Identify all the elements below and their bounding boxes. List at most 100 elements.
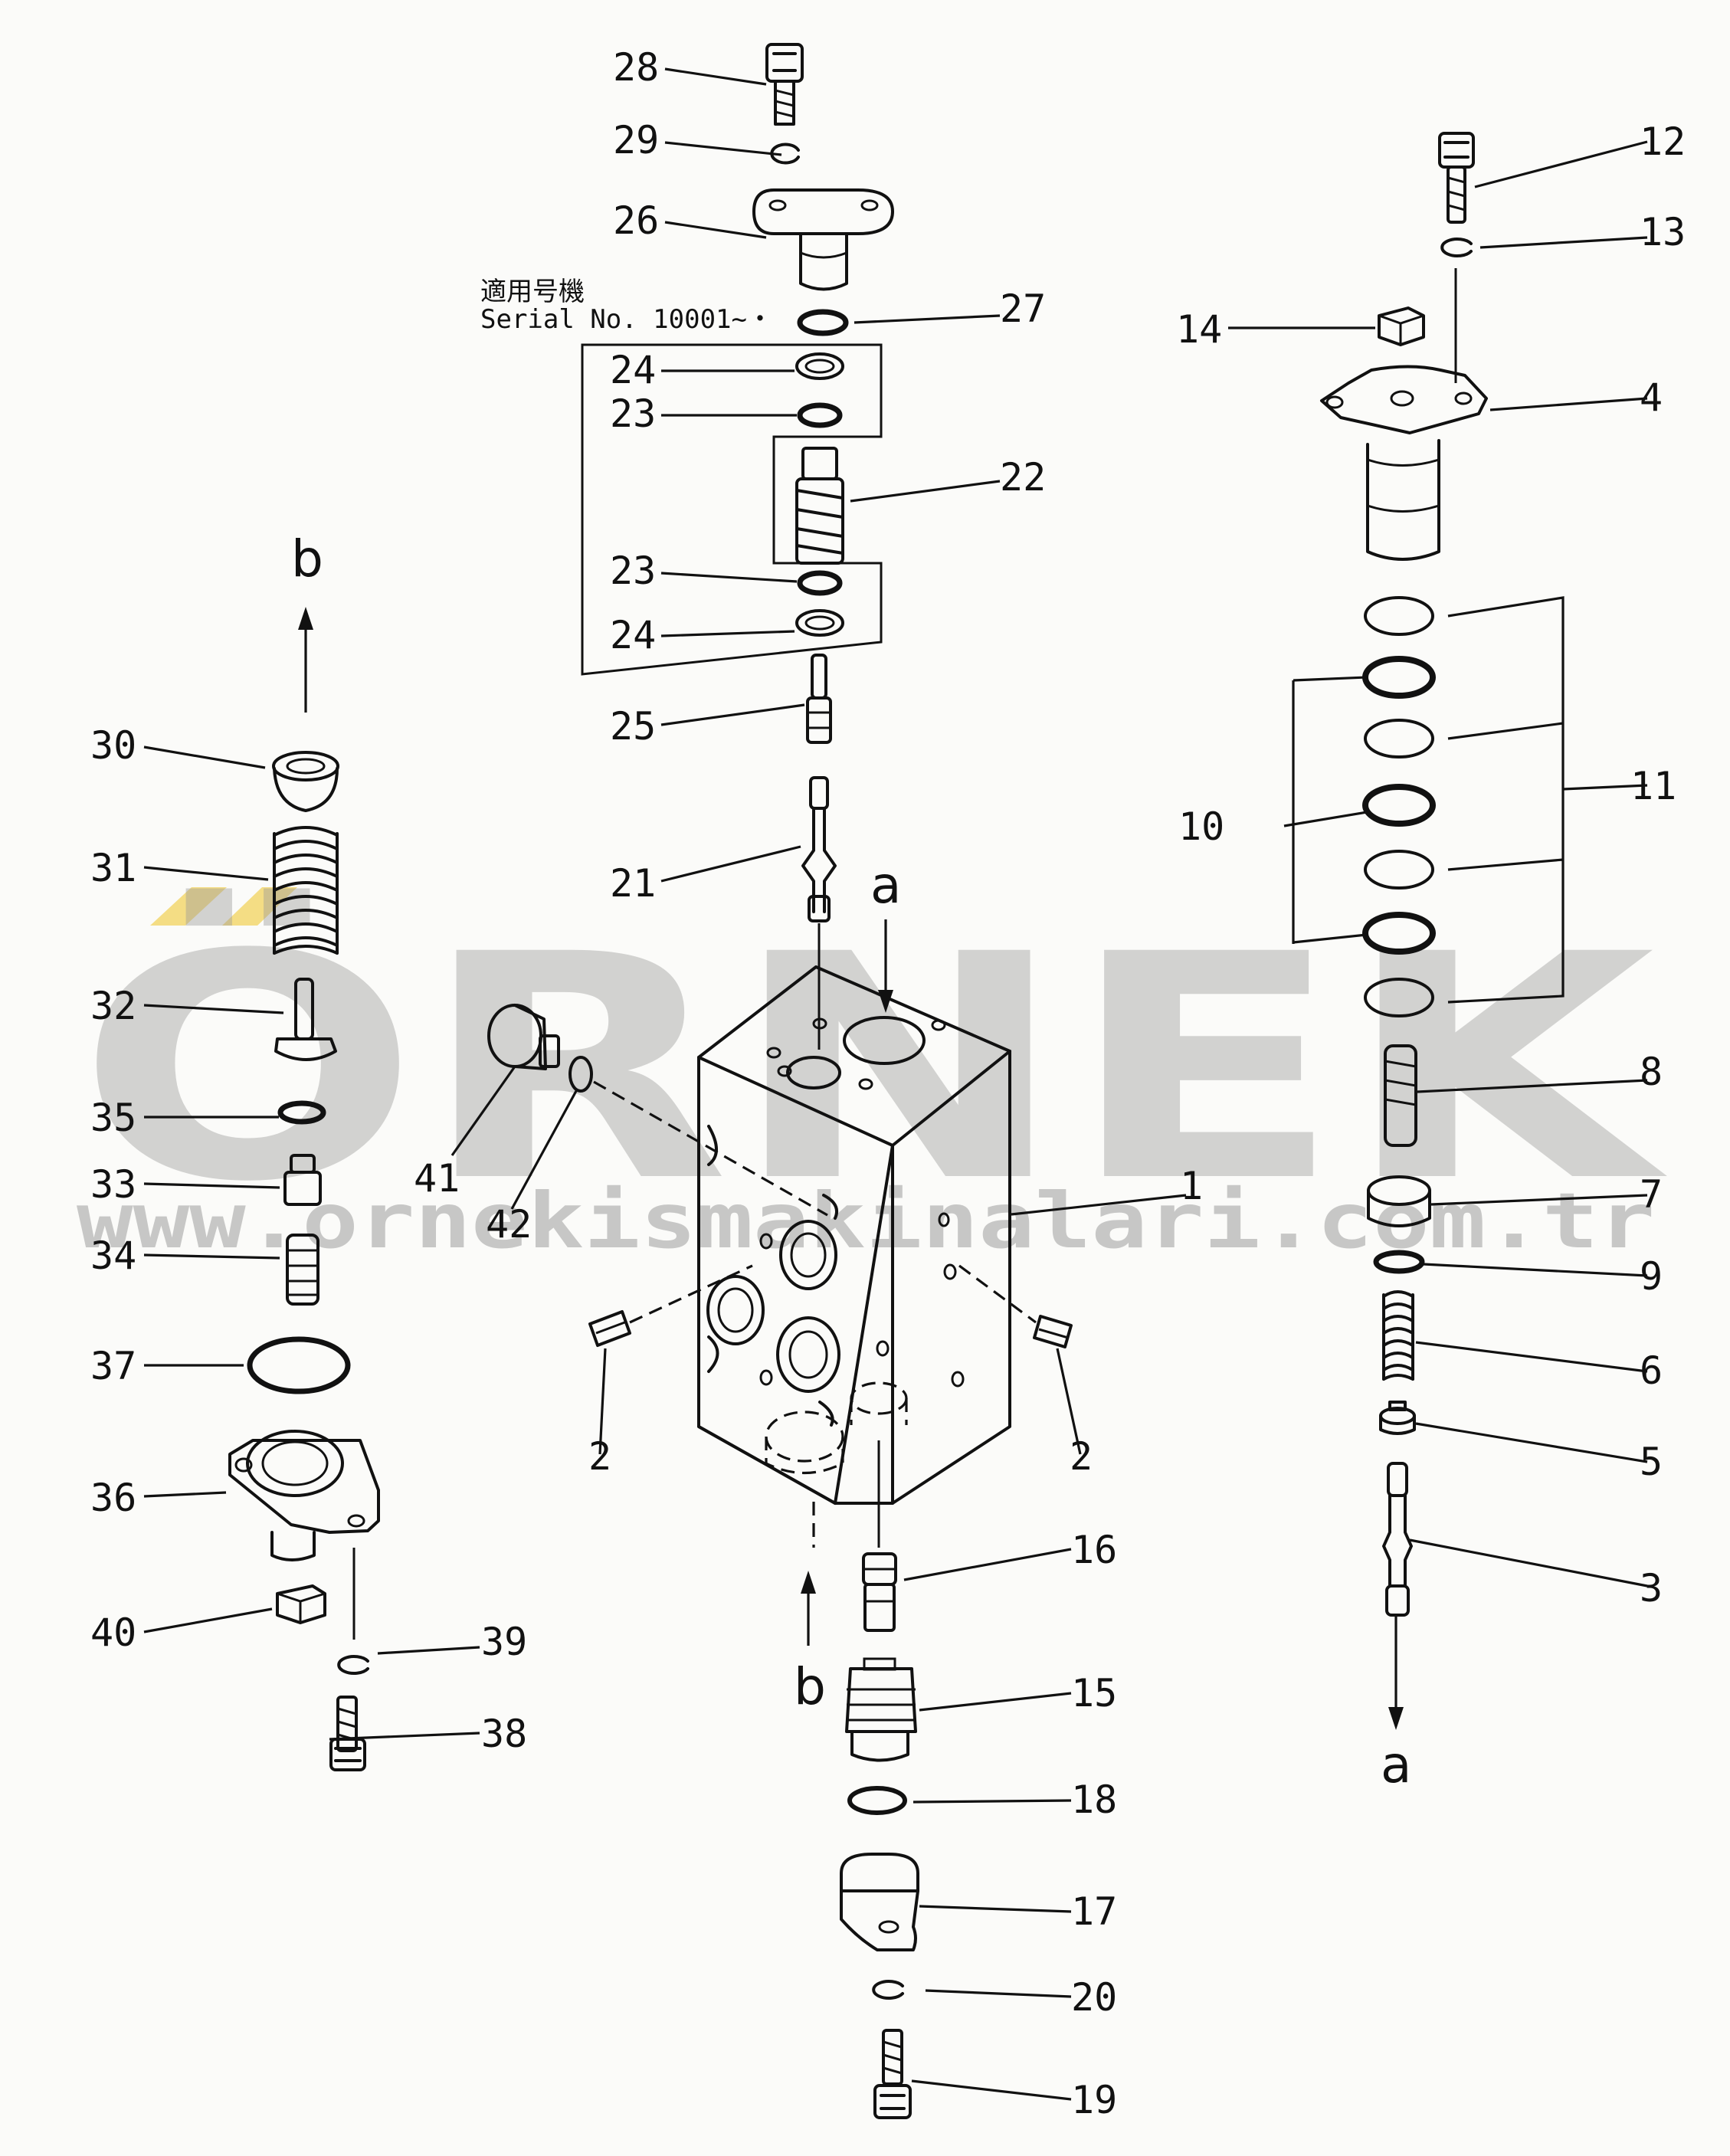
callout-1: 1	[1180, 1164, 1203, 1208]
callout-33: 33	[90, 1162, 136, 1207]
callout-28: 28	[613, 45, 659, 90]
callout-35: 35	[90, 1096, 136, 1140]
part-28-bolt	[765, 43, 804, 126]
part-37-o-ring	[247, 1336, 351, 1394]
serial-note-japanese: 適用号機	[480, 277, 585, 307]
part-5-seat	[1379, 1401, 1416, 1435]
part-20-lock-washer	[872, 1980, 904, 2000]
part-21-rod	[801, 776, 837, 922]
callout-24a: 24	[610, 348, 656, 392]
callout-10: 10	[1178, 804, 1224, 849]
part-24-backup-ring-top	[795, 352, 844, 380]
part-42-o-ring	[568, 1056, 593, 1093]
part-24-backup-ring-bottom	[795, 609, 844, 637]
callout-2a: 2	[588, 1434, 611, 1479]
callout-27: 27	[1000, 287, 1046, 331]
part-14-nut	[1378, 306, 1425, 346]
callout-23a: 23	[610, 392, 656, 436]
part-36-cover	[228, 1430, 380, 1561]
arrow-b-top-head	[298, 607, 313, 630]
axis-line-plug-right	[958, 1264, 1037, 1324]
part-11-backup-ring-2	[1364, 719, 1434, 759]
axis-line-plug-41	[593, 1080, 828, 1217]
part-2-plug-left	[588, 1310, 631, 1347]
part-11-backup-ring-1	[1364, 596, 1434, 636]
callout-7: 7	[1640, 1172, 1663, 1217]
callout-20: 20	[1071, 1975, 1117, 2020]
part-25-pin	[806, 654, 832, 744]
callout-32: 32	[90, 984, 136, 1028]
callout-40: 40	[90, 1610, 136, 1655]
part-16-piston	[862, 1552, 897, 1632]
part-39-lock-washer	[337, 1655, 369, 1675]
arrow-a-bottom-head	[1388, 1707, 1404, 1730]
part-10-o-ring-1	[1362, 656, 1436, 699]
watermark: ÖRNEK www.ornekismakinalari.com.tr	[77, 885, 1670, 1266]
callout-3: 3	[1640, 1566, 1663, 1610]
part-23-o-ring-bottom	[797, 570, 843, 596]
watermark-brand: ÖRNEK	[77, 885, 1670, 1250]
part-19-bolt	[873, 2029, 912, 2119]
part-32-poppet	[274, 978, 337, 1061]
serial-note-number: Serial No. 10001~・	[480, 304, 773, 335]
callout-19: 19	[1071, 2078, 1117, 2122]
callout-6: 6	[1640, 1348, 1663, 1393]
part-35-o-ring	[277, 1100, 326, 1125]
callout-42: 42	[486, 1202, 532, 1247]
callout-41: 41	[414, 1156, 460, 1201]
callout-11: 11	[1630, 764, 1676, 808]
part-13-lock-washer	[1440, 238, 1473, 257]
part-17-cover	[840, 1853, 919, 1951]
callout-15: 15	[1071, 1671, 1117, 1715]
callout-16: 16	[1071, 1528, 1117, 1572]
callout-2b: 2	[1070, 1434, 1093, 1479]
callout-30: 30	[90, 723, 136, 768]
callout-5: 5	[1640, 1440, 1663, 1484]
watermark-url: www.ornekismakinalari.com.tr	[77, 1176, 1655, 1266]
part-33-seat	[283, 1154, 322, 1206]
callout-31: 31	[90, 846, 136, 890]
callout-25: 25	[610, 704, 656, 749]
arrow-letter-b-top: b	[291, 529, 323, 588]
callout-4: 4	[1640, 375, 1663, 420]
callout-26: 26	[613, 198, 659, 243]
callout-23b: 23	[610, 549, 656, 593]
part-9-o-ring	[1373, 1250, 1425, 1274]
callout-13: 13	[1640, 210, 1686, 254]
part-40-nut	[276, 1584, 326, 1624]
part-11-backup-ring-4	[1364, 978, 1434, 1017]
arrow-letter-a-bottom: a	[1381, 1735, 1411, 1794]
watermark-accent-right	[222, 887, 297, 926]
part-34-valve	[286, 1234, 319, 1306]
callout-34: 34	[90, 1234, 136, 1278]
callout-9: 9	[1640, 1254, 1663, 1299]
part-15-plug-assembly	[845, 1657, 917, 1762]
callout-39: 39	[481, 1620, 527, 1664]
callout-18: 18	[1071, 1778, 1117, 1822]
part-12-bolt	[1438, 132, 1475, 224]
callout-22: 22	[1000, 455, 1046, 500]
callout-17: 17	[1071, 1889, 1117, 1934]
part-22-spool	[795, 447, 844, 565]
part-27-o-ring	[797, 309, 849, 336]
part-38-bolt	[329, 1696, 366, 1771]
part-11-backup-ring-3	[1364, 850, 1434, 890]
part-2-plug-right	[1033, 1315, 1073, 1348]
arrow-letter-a-top: a	[870, 856, 901, 915]
callout-8: 8	[1640, 1050, 1663, 1094]
callout-24b: 24	[610, 613, 656, 657]
part-7-plug	[1367, 1175, 1431, 1227]
callout-37: 37	[90, 1344, 136, 1388]
arrow-a-top-head	[878, 990, 893, 1013]
callout-38: 38	[481, 1712, 527, 1756]
callout-21: 21	[610, 861, 656, 906]
part-1-valve-body	[697, 965, 1011, 1548]
leader-lines	[143, 67, 1648, 2101]
part-10-o-ring-3	[1362, 912, 1436, 955]
callout-12: 12	[1640, 120, 1686, 164]
part-4-cover-flange	[1320, 365, 1488, 561]
part-3-rod	[1382, 1462, 1413, 1617]
callout-36: 36	[90, 1476, 136, 1520]
